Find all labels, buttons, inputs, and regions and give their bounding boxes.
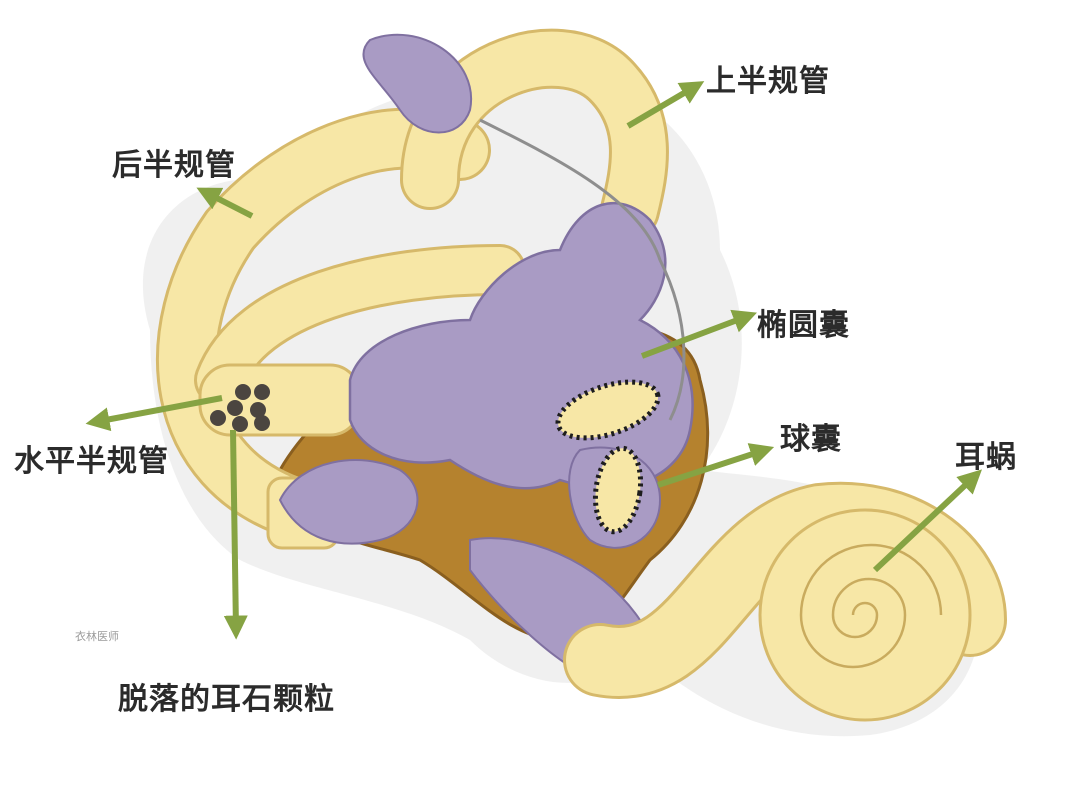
label-cochlea: 耳蜗 xyxy=(955,440,1017,475)
saccule-macula xyxy=(592,445,644,535)
membranous-lobe-lower xyxy=(278,459,419,545)
otolith-particle xyxy=(254,384,270,400)
otolith-particles xyxy=(210,384,270,432)
arrow-otoliths xyxy=(223,429,248,640)
label-horizontal-canal: 水平半规管 xyxy=(14,444,169,479)
utricle-macula xyxy=(555,379,661,441)
arrow-saccule xyxy=(657,443,775,488)
label-posterior-canal: 后半规管 xyxy=(112,148,236,183)
arrow-cochlea xyxy=(872,469,982,573)
otolith-particle xyxy=(254,415,270,431)
watermark: 衣林医师 xyxy=(75,630,119,643)
nerve-line xyxy=(479,118,686,421)
otolith-particle xyxy=(235,384,251,400)
arrow-posterior-canal xyxy=(196,187,254,219)
label-saccule: 球囊 xyxy=(780,422,842,457)
otolith-particle xyxy=(210,410,226,426)
horizontal-canal-ampulla xyxy=(198,363,362,437)
otolith-particle xyxy=(227,400,243,416)
otolith-particle xyxy=(232,416,248,432)
arrow-utricle xyxy=(640,309,757,359)
arrow-horizontal-canal xyxy=(85,395,223,432)
arrow-superior-canal xyxy=(626,81,705,129)
otolith-particle xyxy=(250,402,266,418)
label-superior-canal: 上半规管 xyxy=(706,64,830,99)
label-otoliths: 脱落的耳石颗粒 xyxy=(118,682,335,717)
pointer-arrows xyxy=(85,81,982,640)
cochlea-spiral xyxy=(799,543,943,669)
label-utricle: 椭圆囊 xyxy=(757,308,850,343)
cochlea-body xyxy=(758,508,972,722)
endolymphatic-duct xyxy=(362,33,473,134)
